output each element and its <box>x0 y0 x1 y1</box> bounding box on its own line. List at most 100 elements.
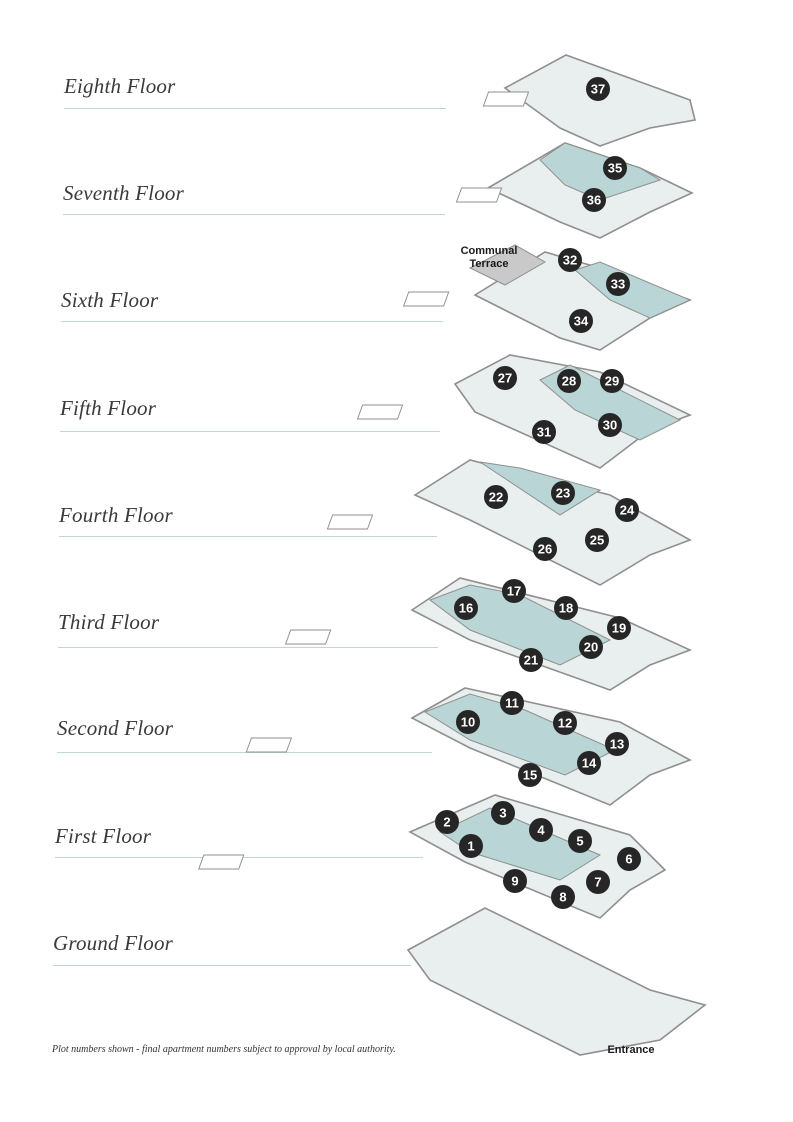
plot-number: 19 <box>612 621 626 636</box>
plot-marker-22[interactable]: 22 <box>484 485 508 509</box>
plot-marker-circle <box>553 711 577 735</box>
plot-number: 36 <box>587 193 601 208</box>
plot-marker-27[interactable]: 27 <box>493 366 517 390</box>
plot-marker-20[interactable]: 20 <box>579 635 603 659</box>
plot-number: 26 <box>538 542 552 557</box>
plot-marker-33[interactable]: 33 <box>606 272 630 296</box>
plot-marker-circle <box>554 596 578 620</box>
plot-number: 32 <box>563 253 577 268</box>
communal-terrace-area <box>468 244 547 286</box>
plot-number: 14 <box>582 756 597 771</box>
plot-marker-11[interactable]: 11 <box>500 691 524 715</box>
plot-number: 17 <box>507 584 521 599</box>
plot-marker-29[interactable]: 29 <box>600 369 624 393</box>
plot-marker-16[interactable]: 16 <box>454 596 478 620</box>
plot-marker-circle <box>491 801 515 825</box>
plot-marker-7[interactable]: 7 <box>586 870 610 894</box>
plot-marker-25[interactable]: 25 <box>585 528 609 552</box>
plot-marker-circle <box>605 732 629 756</box>
plot-marker-circle <box>577 751 601 775</box>
plot-marker-35[interactable]: 35 <box>603 156 627 180</box>
floor-rule-third <box>58 647 438 648</box>
plot-number: 25 <box>590 533 604 548</box>
plot-marker-17[interactable]: 17 <box>502 579 526 603</box>
plot-marker-12[interactable]: 12 <box>553 711 577 735</box>
plot-marker-14[interactable]: 14 <box>577 751 601 775</box>
floor-rule-ground <box>53 965 411 966</box>
plot-marker-19[interactable]: 19 <box>607 616 631 640</box>
entrance-label: Entrance <box>607 1044 654 1056</box>
plot-number: 22 <box>489 490 503 505</box>
plot-marker-circle <box>500 691 524 715</box>
floor-rule-second <box>57 752 432 753</box>
plot-marker-26[interactable]: 26 <box>533 537 557 561</box>
plot-marker-28[interactable]: 28 <box>557 369 581 393</box>
plot-number: 23 <box>556 486 570 501</box>
plot-number: 4 <box>537 823 545 838</box>
plot-number: 2 <box>443 815 450 830</box>
floor-rule-fifth <box>60 431 440 432</box>
plot-marker-3[interactable]: 3 <box>491 801 515 825</box>
plot-number: 7 <box>594 875 601 890</box>
floor-label-fifth: Fifth Floor <box>60 396 157 420</box>
plot-marker-32[interactable]: 32 <box>558 248 582 272</box>
plot-marker-circle <box>579 635 603 659</box>
apartment-area-sixth <box>573 261 692 319</box>
plot-marker-circle <box>606 272 630 296</box>
plot-number: 35 <box>608 161 622 176</box>
plot-marker-circle <box>603 156 627 180</box>
plot-marker-30[interactable]: 30 <box>598 413 622 437</box>
plot-marker-37[interactable]: 37 <box>586 77 610 101</box>
plot-marker-23[interactable]: 23 <box>551 481 575 505</box>
plot-marker-circle <box>532 420 556 444</box>
plot-marker-circle <box>558 248 582 272</box>
core-block-0 <box>482 91 530 107</box>
plot-marker-circle <box>551 885 575 909</box>
floor-label-third: Third Floor <box>58 610 160 634</box>
floor-plate-ground <box>406 907 707 1056</box>
plot-marker-circle <box>454 596 478 620</box>
plot-marker-15[interactable]: 15 <box>518 763 542 787</box>
plot-marker-31[interactable]: 31 <box>532 420 556 444</box>
plot-marker-circle <box>502 579 526 603</box>
plot-marker-1[interactable]: 1 <box>459 834 483 858</box>
plot-marker-8[interactable]: 8 <box>551 885 575 909</box>
floor-label-seventh: Seventh Floor <box>63 181 184 205</box>
plot-number: 6 <box>625 852 632 867</box>
plot-marker-circle <box>615 498 639 522</box>
plot-marker-circle <box>600 369 624 393</box>
plot-number: 8 <box>559 890 566 905</box>
floor-label-sixth: Sixth Floor <box>61 288 159 312</box>
plot-marker-circle <box>569 309 593 333</box>
plot-marker-circle <box>435 810 459 834</box>
plot-number: 5 <box>576 834 583 849</box>
plot-marker-circle <box>617 847 641 871</box>
plot-marker-9[interactable]: 9 <box>503 869 527 893</box>
plot-marker-circle <box>484 485 508 509</box>
plot-marker-circle <box>607 616 631 640</box>
plot-marker-2[interactable]: 2 <box>435 810 459 834</box>
plot-marker-24[interactable]: 24 <box>615 498 639 522</box>
core-block-4 <box>326 514 374 530</box>
core-block-1 <box>455 187 503 203</box>
plot-number: 28 <box>562 374 576 389</box>
plot-marker-13[interactable]: 13 <box>605 732 629 756</box>
plot-marker-34[interactable]: 34 <box>569 309 593 333</box>
plot-marker-18[interactable]: 18 <box>554 596 578 620</box>
plot-marker-4[interactable]: 4 <box>529 818 553 842</box>
core-block-3 <box>356 404 404 420</box>
plot-marker-6[interactable]: 6 <box>617 847 641 871</box>
plot-marker-10[interactable]: 10 <box>456 710 480 734</box>
plot-marker-circle <box>598 413 622 437</box>
plot-marker-circle <box>493 366 517 390</box>
plot-marker-21[interactable]: 21 <box>519 648 543 672</box>
plot-marker-circle <box>557 369 581 393</box>
floor-label-second: Second Floor <box>57 716 174 740</box>
plot-marker-5[interactable]: 5 <box>568 829 592 853</box>
core-block-6 <box>245 737 293 753</box>
plot-marker-36[interactable]: 36 <box>582 188 606 212</box>
plot-marker-circle <box>582 188 606 212</box>
plot-number: 16 <box>459 601 473 616</box>
plot-number: 37 <box>591 82 605 97</box>
